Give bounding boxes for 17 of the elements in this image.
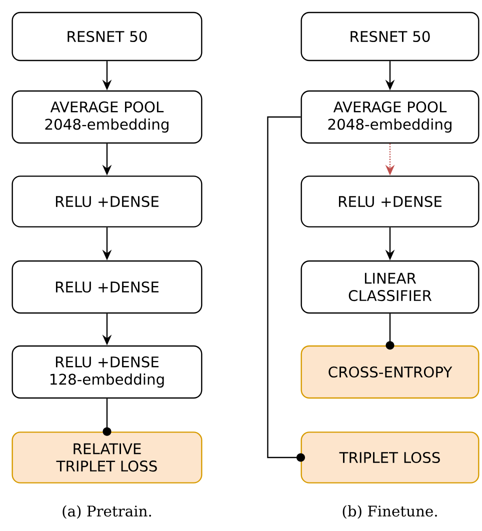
subfigure-caption: (b) Finetune.	[342, 505, 437, 519]
connector	[267, 116, 305, 462]
loss-box: RELATIVE TRIPLET LOSS	[12, 432, 202, 484]
connector	[102, 398, 112, 436]
loss-box: TRIPLET LOSS	[300, 432, 480, 484]
subfigure-caption: (a) Pretrain.	[62, 505, 152, 519]
layer-box: RELU +DENSE	[12, 176, 202, 228]
layer-box: RELU +DENSE	[300, 176, 480, 228]
layer-box: AVERAGE POOL 2048-embedding	[12, 90, 202, 144]
connector	[386, 314, 394, 350]
layer-box: RELU +DENSE	[12, 260, 202, 314]
loss-box: CROSS-ENTROPY	[300, 345, 480, 399]
layer-box: RESNET 50	[12, 12, 202, 62]
layer-box: RESNET 50	[300, 12, 480, 62]
layer-box: AVERAGE POOL 2048-embedding	[300, 90, 480, 144]
layer-box: RELU +DENSE 128-embedding	[12, 345, 202, 399]
layer-box: LINEAR CLASSIFIER	[300, 260, 480, 314]
